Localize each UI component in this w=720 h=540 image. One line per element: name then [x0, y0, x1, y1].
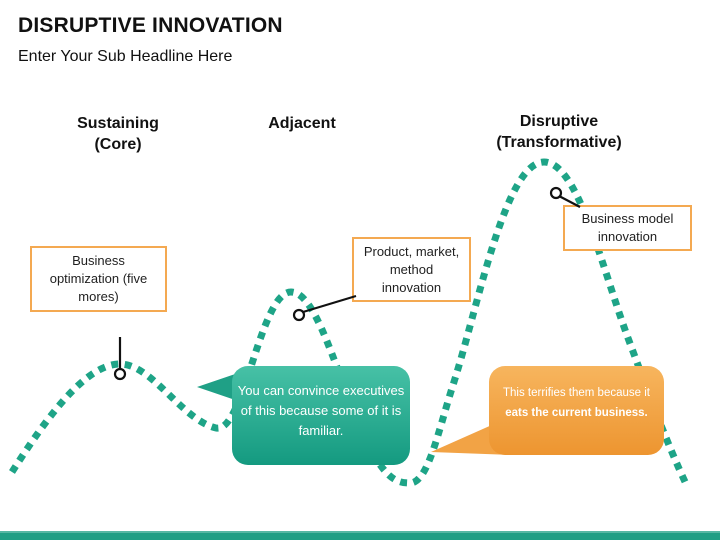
stage-label-line1: Adjacent [268, 115, 336, 132]
callout-text: Product, market, method innovation [363, 243, 460, 295]
stage-label-line2: (Transformative) [496, 134, 622, 151]
page-title: DISRUPTIVE INNOVATION [18, 14, 283, 37]
speech-bubble-convince: You can convince executives of this beca… [232, 366, 410, 465]
stage-label-line1: Disruptive [519, 113, 599, 130]
callout-box-business-optimization: Business optimization (five mores) [30, 246, 167, 312]
curve-marker-circle-disruptive [549, 186, 563, 200]
page-subtitle: Enter Your Sub Headline Here [18, 48, 233, 65]
marker-line-adjacent [302, 294, 357, 314]
stage-header-disruptive: Disruptive (Transformative) [464, 111, 654, 153]
curve-marker-circle-sustaining [113, 367, 127, 381]
speech-bubble-text: You can convince executives of this beca… [237, 382, 405, 438]
speech-bubble-terrifies: This terrifies them because it eats the … [489, 366, 664, 455]
stage-header-adjacent: Adjacent [222, 113, 382, 134]
speech-bubble-text-lead: This terrifies them because it [502, 386, 650, 399]
stage-header-sustaining: Sustaining (Core) [38, 113, 198, 155]
callout-text: Business model innovation [581, 211, 674, 244]
stage-label-line1: Sustaining [77, 115, 159, 132]
callout-box-business-model: Business model innovation [563, 205, 692, 251]
callout-box-product-market-method: Product, market, method innovation [352, 237, 471, 302]
footer-bar [0, 531, 720, 540]
curve-marker-circle-adjacent [292, 308, 306, 322]
callout-text: Business optimization (five mores) [49, 253, 148, 304]
speech-bubble-text-bold: eats the current business. [505, 406, 648, 419]
stage-label-line2: (Core) [94, 136, 142, 153]
